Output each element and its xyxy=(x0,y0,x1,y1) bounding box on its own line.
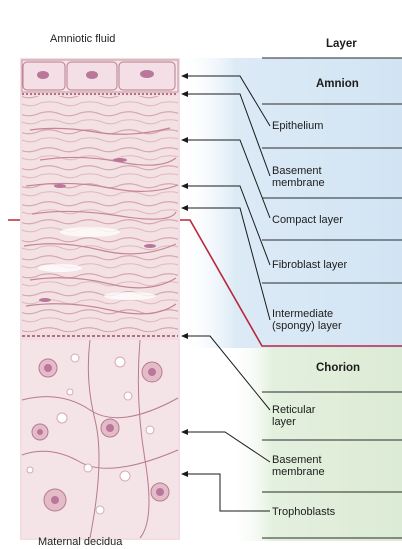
layer-label-fibroblast-layer: Fibroblast layer xyxy=(272,259,347,271)
bottom-caption: Maternal decidua xyxy=(38,536,122,548)
layer-label-intermediate-layer: Intermediate (spongy) layer xyxy=(272,308,342,332)
layer-label-basement-membrane: Basement membrane xyxy=(272,165,325,189)
top-caption: Amniotic fluid xyxy=(50,33,115,45)
layer-label-reticular-layer: Reticular layer xyxy=(272,404,315,428)
tissue-section-image xyxy=(20,58,180,540)
layer-label-chorion-basement-membrane: Basement membrane xyxy=(272,454,325,478)
amnion-panel xyxy=(180,58,402,348)
amnion-title: Amnion xyxy=(316,78,359,90)
layer-label-trophoblasts: Trophoblasts xyxy=(272,506,335,518)
layer-header: Layer xyxy=(326,38,357,50)
trophoblast-cells xyxy=(22,340,178,538)
epithelial-cells xyxy=(22,60,178,94)
chorion-title: Chorion xyxy=(316,362,360,374)
layer-label-compact-layer: Compact layer xyxy=(272,214,343,226)
layer-label-epithelium: Epithelium xyxy=(272,120,323,132)
